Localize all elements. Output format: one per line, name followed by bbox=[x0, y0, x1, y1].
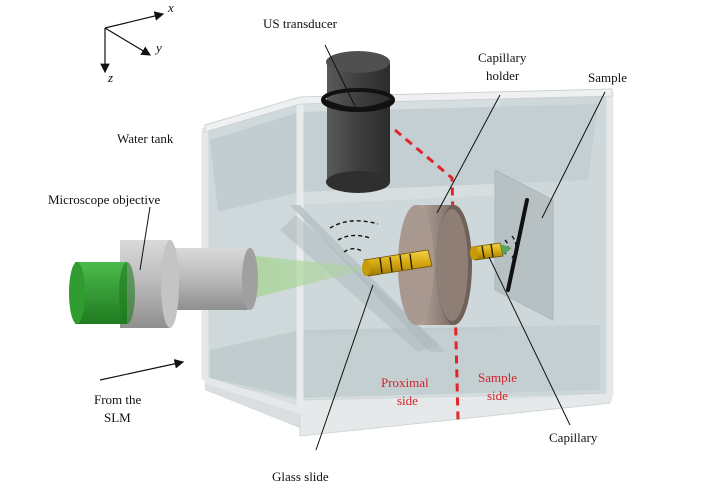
slm-arrow bbox=[99, 359, 185, 381]
leader-lines bbox=[139, 44, 606, 451]
us-transducer bbox=[321, 51, 395, 193]
divider-line bbox=[394, 128, 460, 421]
capillary-left bbox=[362, 249, 433, 277]
label-from-slm-2: SLM bbox=[104, 410, 131, 425]
label-capillary-holder-2: holder bbox=[486, 68, 520, 83]
light-beam bbox=[245, 255, 372, 300]
label-sample-side-1: Sample bbox=[478, 370, 517, 385]
label-us-transducer: US transducer bbox=[263, 16, 338, 31]
label-capillary-holder-1: Capillary bbox=[478, 50, 527, 65]
label-capillary: Capillary bbox=[549, 430, 598, 445]
label-proximal-1: Proximal bbox=[381, 375, 429, 390]
label-microscope-objective: Microscope objective bbox=[48, 192, 160, 207]
axis-y-label: y bbox=[154, 40, 162, 55]
axis-z-label: z bbox=[107, 70, 113, 85]
label-sample-side-2: side bbox=[487, 388, 508, 403]
label-proximal-2: side bbox=[397, 393, 418, 408]
label-from-slm-1: From the bbox=[94, 392, 142, 407]
axis-x-label: x bbox=[167, 0, 174, 15]
sample-coverslip bbox=[506, 198, 529, 292]
label-water-tank: Water tank bbox=[117, 131, 174, 146]
label-sample: Sample bbox=[588, 70, 627, 85]
capillary-right bbox=[470, 242, 512, 261]
microscope-objective bbox=[69, 240, 258, 328]
capillary-holder bbox=[398, 205, 472, 325]
label-glass-slide: Glass slide bbox=[272, 469, 329, 484]
coordinate-axes: x y z bbox=[100, 0, 174, 85]
